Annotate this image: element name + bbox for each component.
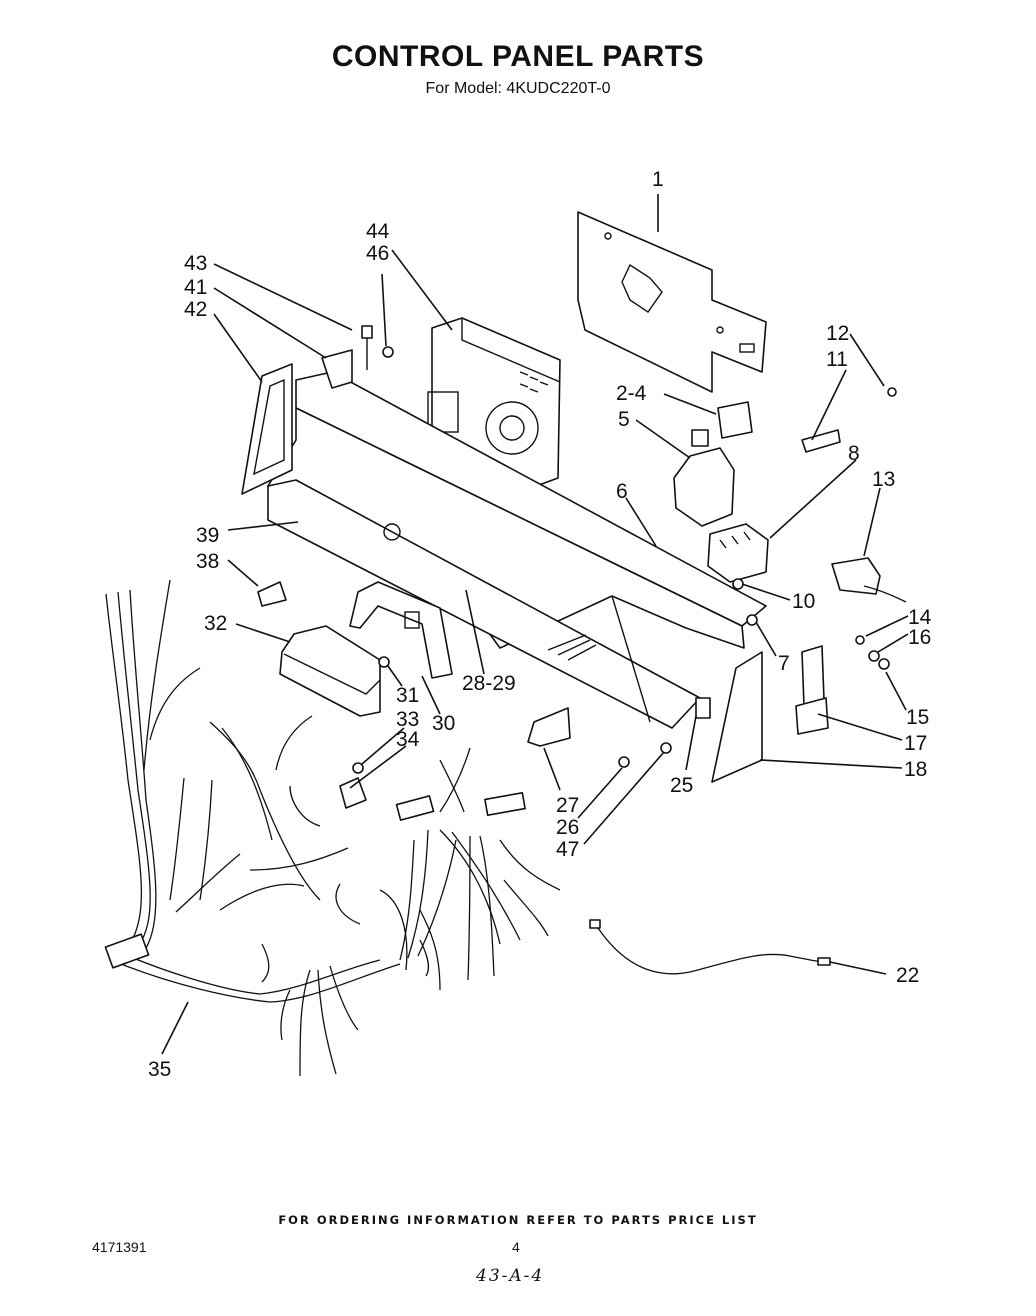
part-11-bracket [801, 429, 841, 453]
model-subtitle: For Model: 4KUDC220T-0 [425, 80, 611, 97]
callout-44: 44 [366, 220, 390, 243]
part-46-screw [382, 346, 394, 358]
part-1-shield-plate [577, 211, 767, 393]
part-13-sensor [831, 557, 907, 603]
callout-7: 7 [778, 652, 790, 675]
callout-18: 18 [904, 758, 927, 781]
callout-38: 38 [196, 550, 219, 573]
callout-32: 32 [204, 612, 227, 635]
part-38-knob [257, 581, 287, 607]
callout-1: 1 [652, 168, 664, 191]
page-title: CONTROL PANEL PARTS [331, 40, 705, 73]
callout-34: 34 [396, 728, 420, 751]
part-35-wire-harness [104, 579, 561, 1077]
part-30-bracket [349, 581, 453, 679]
callout-6: 6 [616, 480, 628, 503]
part-32-light-housing [279, 625, 381, 717]
callout-10: 10 [792, 590, 815, 613]
callout-12: 12 [826, 322, 849, 345]
part-34-clip [339, 777, 367, 809]
callout-30: 30 [432, 712, 455, 735]
part-2-4-relay [691, 401, 753, 447]
callout-39: 39 [196, 524, 219, 547]
callout-28-29: 28-29 [462, 672, 516, 695]
callout-33: 33 [396, 708, 419, 731]
callout-2-4: 2-4 [616, 382, 647, 405]
callout-41: 41 [184, 276, 207, 299]
callout-5: 5 [618, 408, 630, 431]
callout-17: 17 [904, 732, 927, 755]
callout-27: 27 [556, 794, 579, 817]
callout-47: 47 [556, 838, 579, 861]
ordering-note: FOR ORDERING INFORMATION REFER TO PARTS … [278, 1213, 758, 1227]
callout-31: 31 [396, 684, 419, 707]
callout-26: 26 [556, 816, 579, 839]
callout-labels: 1 2-4 5 6 7 8 10 11 12 13 14 15 16 17 18… [148, 168, 932, 1081]
callout-43: 43 [184, 252, 207, 275]
page-number: 4 [512, 1239, 520, 1255]
callout-11: 11 [826, 348, 848, 371]
callout-46: 46 [366, 242, 389, 265]
callout-leaders [161, 194, 909, 1055]
part-42-left-end-cap [241, 363, 293, 495]
part-17-bracket [795, 645, 829, 735]
callout-14: 14 [908, 606, 932, 629]
callout-22: 22 [896, 964, 919, 987]
part-22-sensor-wire [589, 919, 831, 975]
document-number: 4171391 [92, 1239, 147, 1255]
callout-8: 8 [848, 442, 860, 465]
callout-25: 25 [670, 774, 693, 797]
part-18-right-end-cap [711, 651, 763, 783]
part-27-switch-knob [527, 707, 571, 747]
callout-42: 42 [184, 298, 207, 321]
part-41-bracket [321, 325, 373, 389]
handwritten-note: 43-A-4 [476, 1266, 545, 1286]
part-8-terminal-block [707, 523, 769, 583]
callout-16: 16 [908, 626, 931, 649]
callout-35: 35 [148, 1058, 171, 1081]
callout-13: 13 [872, 468, 895, 491]
part-5-switch [673, 447, 735, 527]
callout-15: 15 [906, 706, 929, 729]
